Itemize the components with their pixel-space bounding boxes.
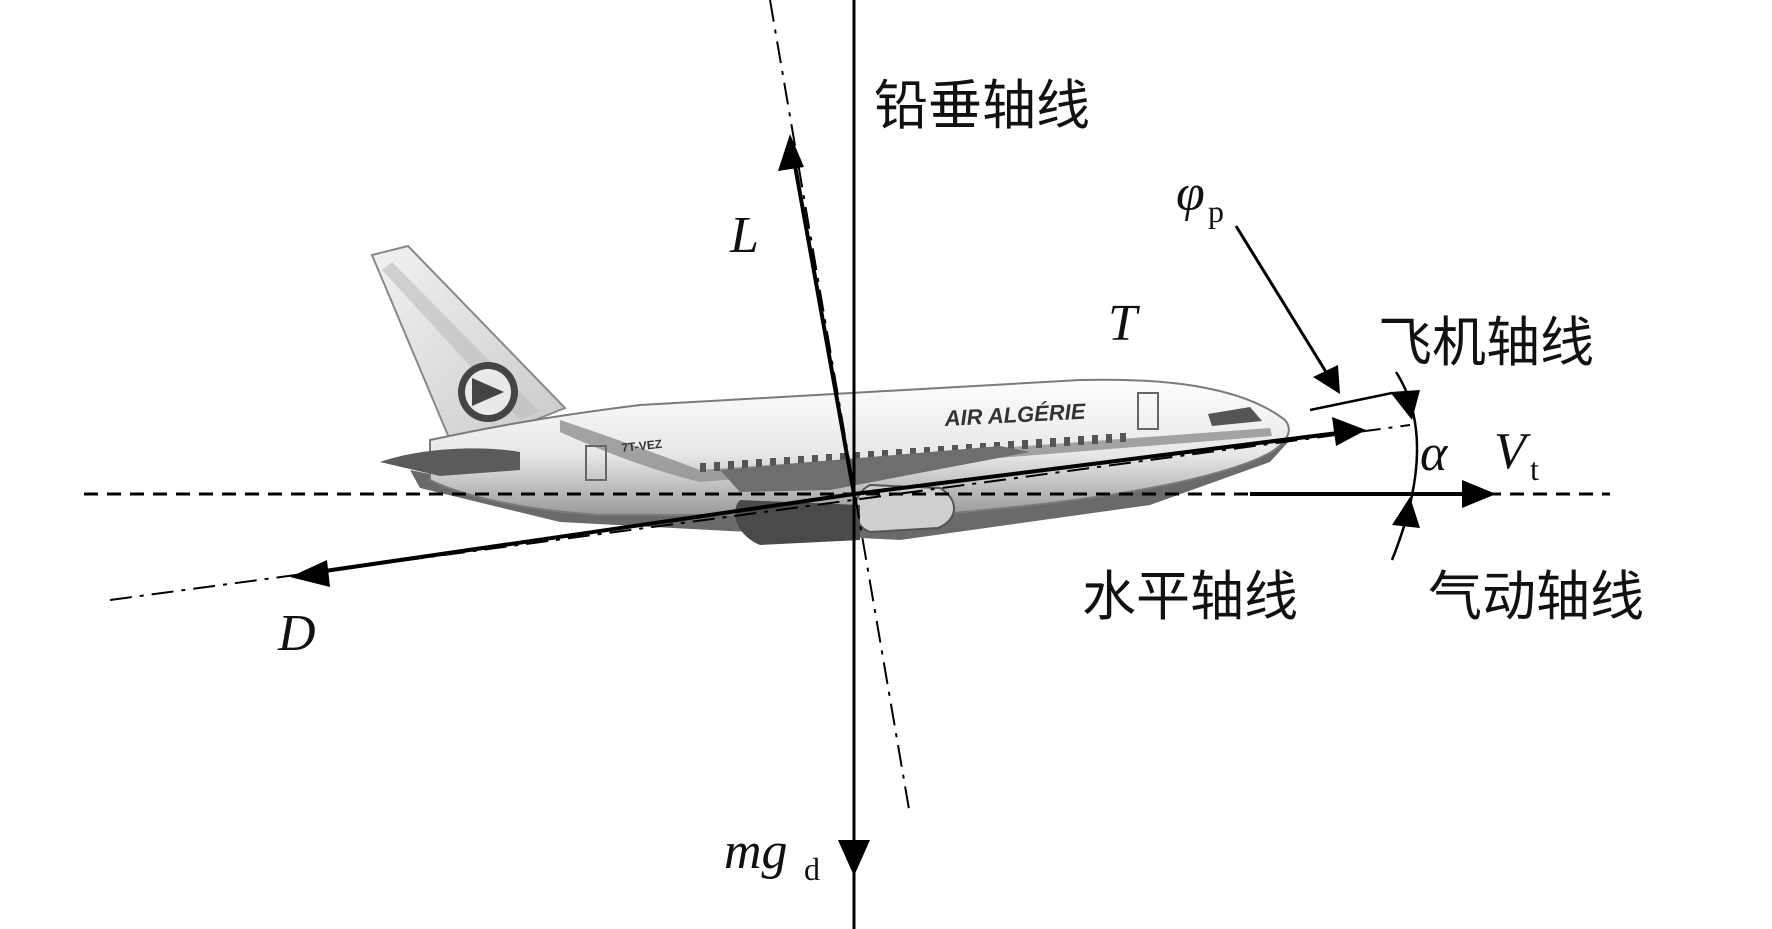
weight-label: mg [724,823,788,880]
thrust-vector [853,431,1339,496]
phi-label: φ [1176,165,1205,222]
force-vectors [290,134,1496,876]
alpha-label: α [1420,425,1449,482]
drag-vector [317,492,855,574]
angle-markers [1234,225,1420,561]
lift-axis-line [769,0,911,816]
velocity-label-sub: t [1530,451,1539,487]
lift-vector [792,159,856,495]
aircraft-rear-door [585,445,607,481]
velocity-arrowhead [1462,480,1496,508]
lift-arrowhead [778,134,804,171]
aero-axis-label: 气动轴线 [1428,565,1644,628]
lift-label: L [729,207,759,264]
aircraft-cockpit-window [1208,407,1262,426]
attack-angle-arc [1390,371,1419,561]
attack-arc-arrow-top [1390,390,1420,420]
aircraft-registration: 7T-VEZ [621,437,663,455]
phi-tick [1309,391,1393,412]
vertical-axis-label: 铅垂轴线 [874,74,1090,137]
aircraft-illustration: AIR ALGÉRIE 7T-VEZ [370,244,1290,545]
aircraft-stabilizer [380,448,520,476]
phi-label-sub: p [1208,193,1224,229]
thrust-arrowhead [1332,417,1366,446]
aircraft-fuselage [429,378,1290,516]
attack-arc-arrow-bottom [1392,497,1420,528]
aircraft-front-door [1137,392,1159,430]
phi-leader-line [1234,225,1333,381]
thrust-label: T [1108,295,1140,352]
weight-label-sub: d [804,851,820,887]
velocity-label: V [1494,423,1531,480]
drag-label: D [277,605,316,662]
labels: 铅垂轴线 飞机轴线 水平轴线 气动轴线 L D T mg d φ p α V t [277,74,1644,887]
airline-logo-icon [458,362,518,422]
aircraft-axis-label: 飞机轴线 [1378,311,1594,374]
drag-arrowhead [290,560,330,587]
phi-arrowhead [1313,365,1340,394]
aircraft-wing [720,446,1030,492]
weight-arrowhead [838,840,870,876]
horizontal-axis-label: 水平轴线 [1082,565,1298,628]
